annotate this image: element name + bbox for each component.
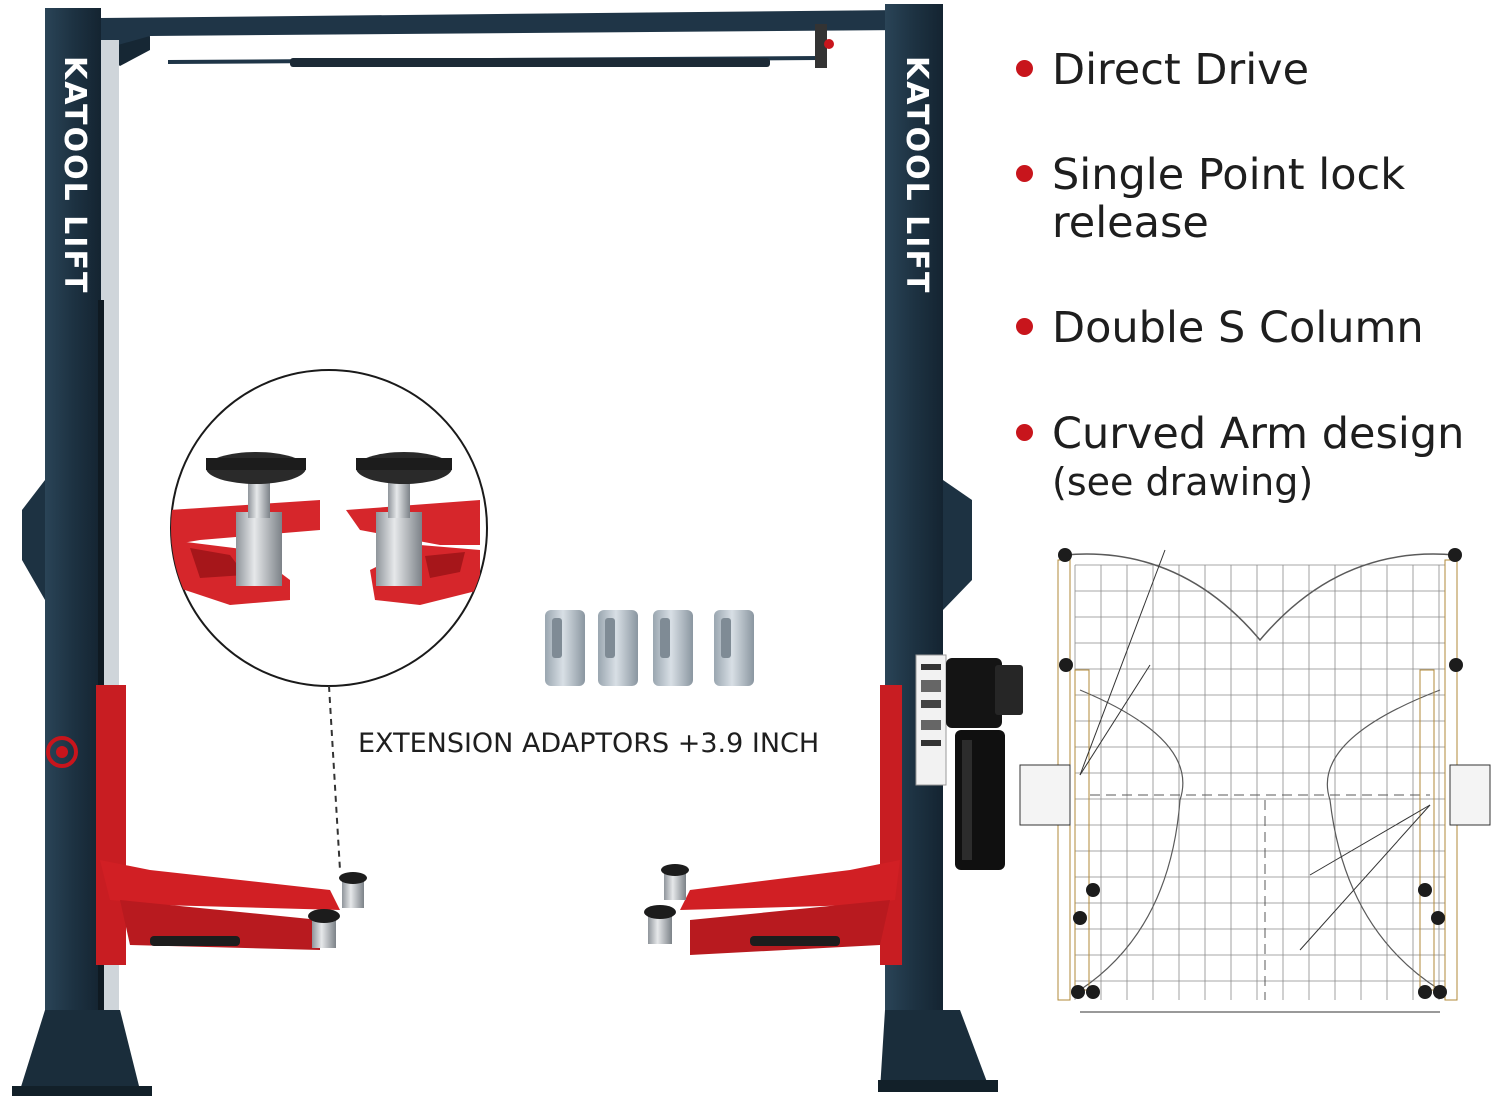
drawing-pads — [1058, 548, 1463, 999]
bullet-icon — [1016, 318, 1033, 335]
feature-sub: (see drawing) — [1052, 460, 1314, 504]
pad-detail-zoom — [170, 369, 488, 871]
extension-adaptors-caption: EXTENSION ADAPTORS +3.9 INCH — [358, 728, 820, 759]
adaptor-4 — [714, 610, 754, 686]
feature-double-s-column: Double S Column — [1016, 303, 1424, 353]
feature-direct-drive: Direct Drive — [1016, 45, 1310, 95]
feature-label: Direct Drive — [1052, 45, 1310, 95]
right-column-brand-text: KATOOL LIFT — [899, 56, 934, 295]
adaptor-1 — [545, 610, 585, 686]
extension-adaptors — [545, 610, 754, 686]
power-unit — [946, 658, 1023, 870]
bullet-icon — [1016, 60, 1033, 77]
left-arms — [96, 685, 367, 965]
feature-label: Double S Column — [1052, 303, 1424, 353]
arm-layout-drawing — [1019, 549, 1491, 1013]
adaptor-3 — [653, 610, 693, 686]
drawing-grid — [1074, 564, 1445, 1000]
left-column-brand-text: KATOOL LIFT — [57, 56, 92, 295]
feature-curved-arm: Curved Arm design (see drawing) — [1016, 409, 1465, 506]
right-arms — [644, 685, 902, 965]
top-crossbeam — [100, 10, 900, 68]
bullet-icon — [1016, 165, 1033, 182]
feature-label: Curved Arm design — [1052, 409, 1465, 459]
adaptor-2 — [598, 610, 638, 686]
feature-label: Single Point lock — [1052, 150, 1406, 200]
feature-single-point-lock: Single Point lock release — [1016, 150, 1406, 248]
bullet-icon — [1016, 424, 1033, 441]
feature-sub: release — [1052, 198, 1209, 248]
